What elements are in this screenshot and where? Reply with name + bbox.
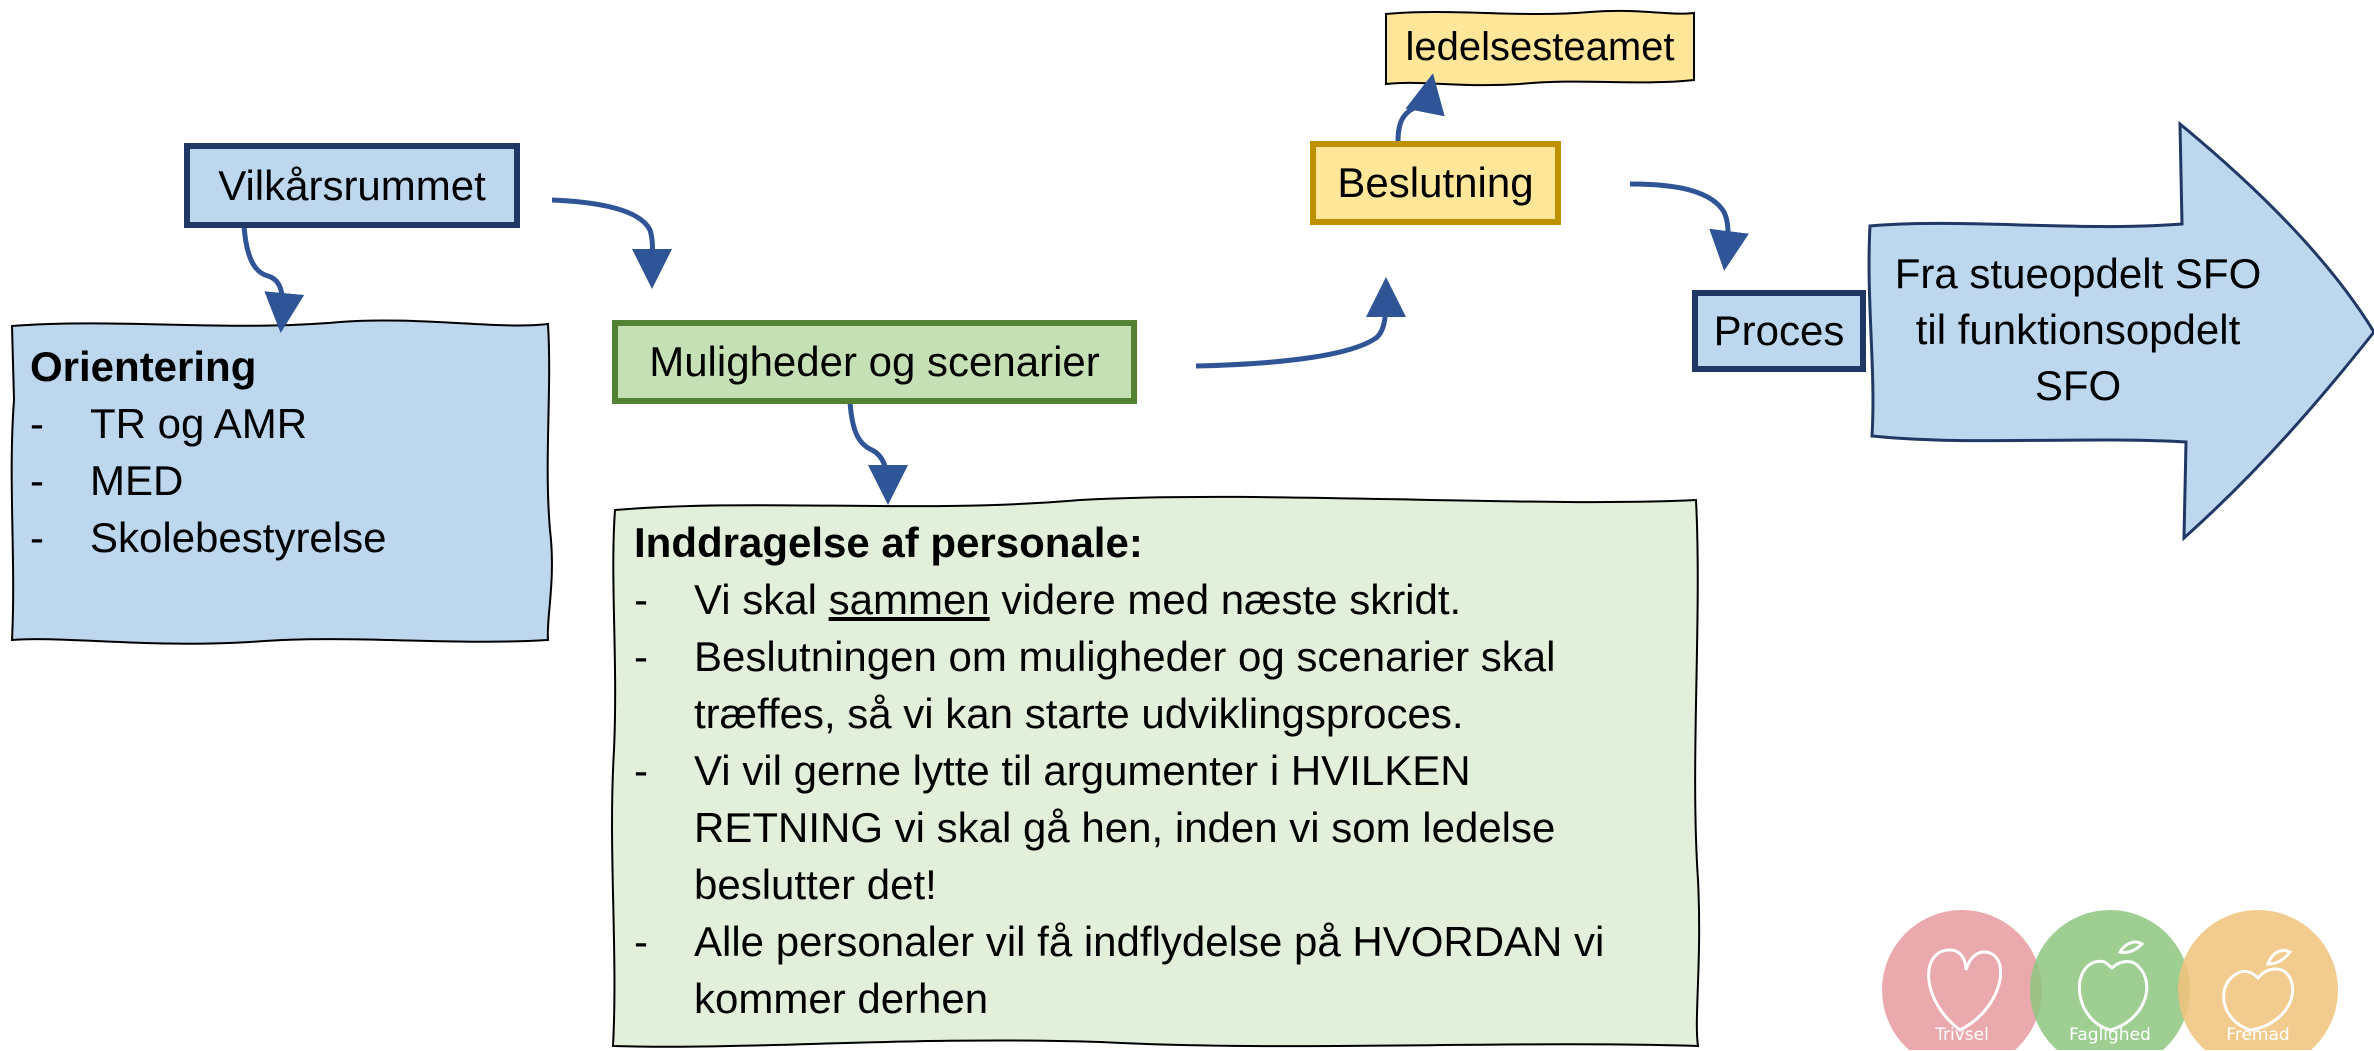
- node-vilkarsrummet: Vilkårsrummet: [184, 143, 520, 228]
- node-proces-label: Proces: [1713, 307, 1845, 354]
- orientering-item-text: TR og AMR: [90, 400, 308, 447]
- bullet1-pre: Vi skal: [694, 576, 829, 623]
- inddragelse-item-text: Vi skal sammen videre med næste skridt.: [694, 571, 1461, 628]
- bullet-dash: -: [634, 747, 648, 794]
- bullet1-underlined: sammen: [828, 576, 990, 623]
- inddragelse-heading: Inddragelse af personale:: [634, 519, 1143, 566]
- bullet4-line-2: kommer derhen: [694, 975, 989, 1022]
- process-arrow-text: Fra stueopdelt SFO til funktionsopdelt S…: [1858, 246, 2298, 414]
- leaf-icon: [2222, 949, 2295, 1032]
- node-vilkarsrummet-label: Vilkårsrummet: [218, 161, 486, 209]
- bullet4-line-1: Alle personaler vil få indflydelse på HV…: [694, 918, 1605, 965]
- school-logo: Trivsel Faglighed Fremad: [1882, 910, 2338, 1050]
- logo-circle-faglighed: [2030, 910, 2190, 1050]
- inddragelse-item: - Vi skal sammen videre med næste skridt…: [634, 571, 1674, 628]
- node-beslutning-label: Beslutning: [1337, 159, 1534, 206]
- process-arrow-line-1: Fra stueopdelt SFO: [1894, 250, 2262, 297]
- node-muligheder-label: Muligheder og scenarier: [649, 338, 1100, 385]
- inddragelse-item: - Alle personaler vil få indflydelse på …: [634, 913, 1674, 1027]
- orientering-item-text: MED: [90, 457, 184, 504]
- arrow-beslutning-to-proces: [1629, 181, 1749, 271]
- inddragelse-item: - Vi vil gerne lytte til argumenter i HV…: [634, 742, 1674, 913]
- inddragelse-box: Inddragelse af personale: - Vi skal samm…: [634, 514, 1674, 1034]
- bullet2-line-1: Beslutningen om muligheder og scenarier …: [694, 633, 1556, 680]
- bullet-dash: -: [30, 457, 44, 504]
- bullet1-post: videre med næste skridt.: [989, 576, 1462, 623]
- bullet2-line-2: træffes, så vi kan starte udviklingsproc…: [694, 690, 1464, 737]
- orientering-item: - MED: [30, 452, 530, 509]
- arrow-muligheder-to-inddragelse: [847, 401, 908, 505]
- logo-label-faglighed: Faglighed: [2069, 1025, 2151, 1045]
- node-ledelsesteamet-label: ledelsesteamet: [1405, 25, 1675, 69]
- node-muligheder: Muligheder og scenarier: [612, 320, 1137, 404]
- orientering-item: - Skolebestyrelse: [30, 509, 530, 566]
- node-proces: Proces: [1692, 290, 1866, 372]
- bullet-dash: -: [30, 514, 44, 561]
- process-arrow-line-2: til funktionsopdelt: [1915, 306, 2241, 353]
- arrow-beslutning-to-ledelsesteamet: [1395, 73, 1445, 143]
- arrow-muligheder-to-beslutning: [1195, 277, 1406, 369]
- bullet-dash: -: [634, 576, 648, 623]
- bullet-dash: -: [634, 918, 648, 965]
- logo-circle-trivsel: [1882, 910, 2042, 1050]
- inddragelse-item: - Beslutningen om muligheder og scenarie…: [634, 628, 1674, 742]
- logo-label-fremad: Fremad: [2226, 1025, 2289, 1045]
- apple-icon: [2078, 940, 2149, 1032]
- node-beslutning: Beslutning: [1310, 141, 1561, 225]
- process-arrow-line-3: SFO: [2034, 362, 2122, 409]
- bullet-dash: -: [634, 633, 648, 680]
- bullet3-line-2: RETNING vi skal gå hen, inden vi som led…: [694, 804, 1556, 851]
- arrow-vilkar-to-muligheder: [551, 197, 673, 289]
- orientering-heading: Orientering: [30, 343, 257, 390]
- logo-label-trivsel: Trivsel: [1934, 1025, 1989, 1045]
- orientering-item-text: Skolebestyrelse: [90, 514, 387, 561]
- arrow-vilkar-to-orientering: [241, 225, 305, 333]
- heart-icon: [1927, 948, 2002, 1032]
- bullet3-line-3: beslutter det!: [694, 861, 937, 908]
- orientering-item: - TR og AMR: [30, 395, 530, 452]
- bullet-dash: -: [30, 400, 44, 447]
- bullet3-line-1: Vi vil gerne lytte til argumenter i HVIL…: [694, 747, 1471, 794]
- orientering-box: Orientering - TR og AMR - MED - Skolebes…: [30, 338, 530, 578]
